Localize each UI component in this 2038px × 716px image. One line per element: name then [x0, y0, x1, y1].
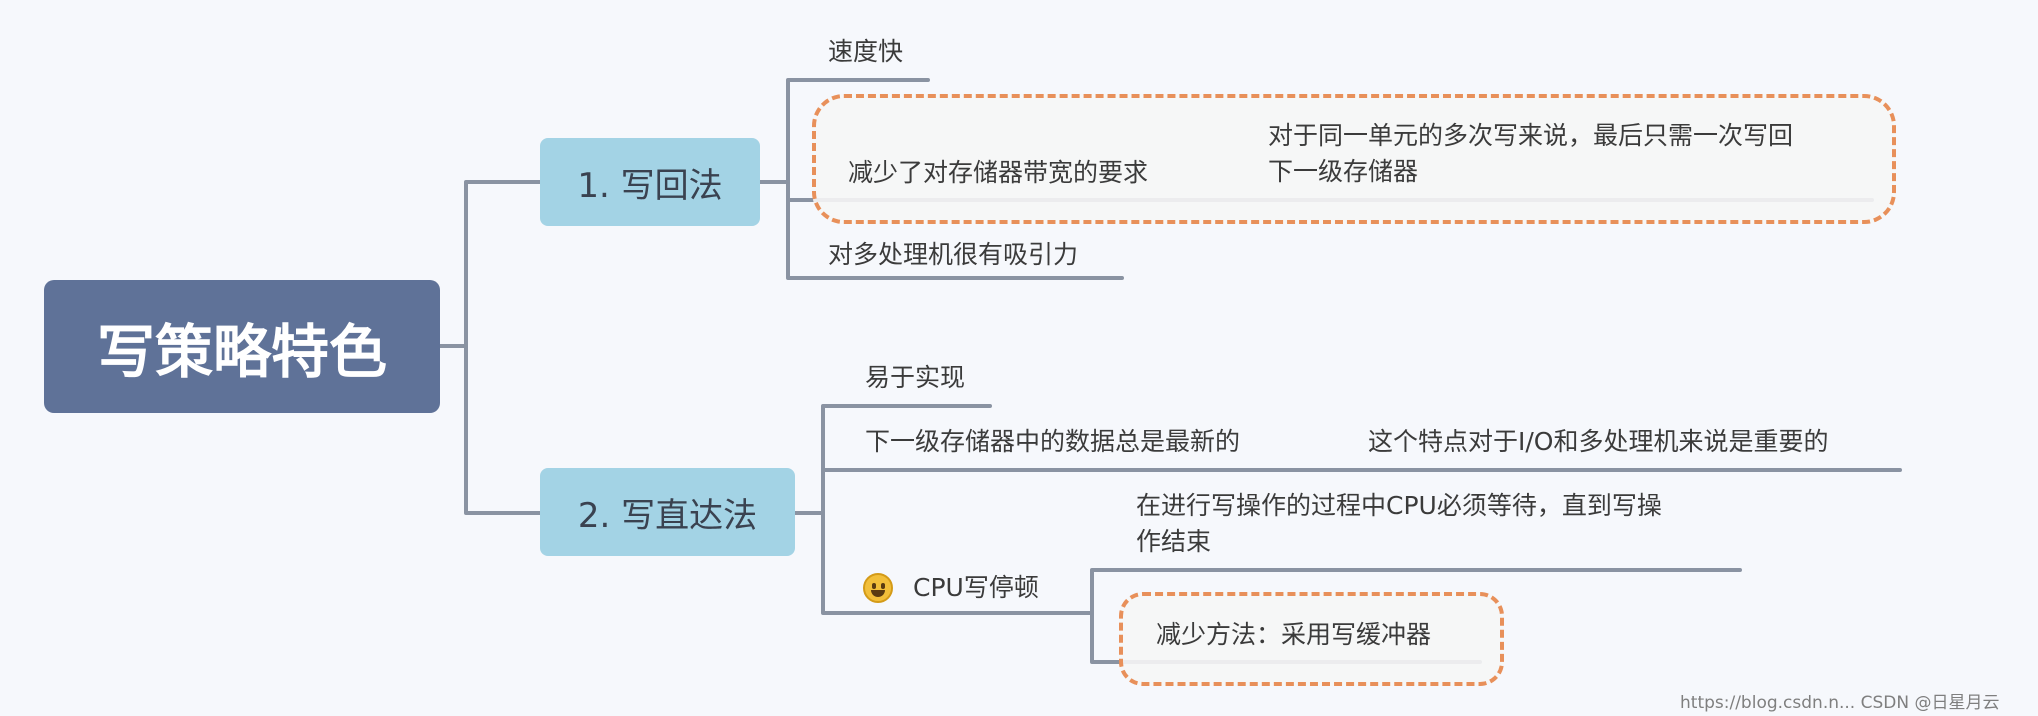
detail-write-once-line2: 下一级存储器	[1268, 157, 1419, 186]
icon-eye-right	[881, 583, 885, 589]
branch-write-through[interactable]: 2. 写直达法	[540, 468, 795, 556]
detail-cpu-must-wait-line1: 在进行写操作的过程中CPU必须等待，直到写操	[1136, 491, 1662, 520]
icon-eye-left	[872, 583, 876, 589]
root-node[interactable]: 写策略特色	[44, 280, 440, 413]
branch-label: 2. 写直达法	[577, 495, 758, 536]
watermark: https://blog.csdn.n... CSDN @日星月云	[1680, 693, 2000, 713]
icon-mouth	[871, 590, 885, 597]
root-label: 写策略特色	[96, 317, 387, 386]
branch-1-connector	[758, 78, 1874, 280]
topic-easy-to-implement[interactable]: 易于实现	[865, 363, 966, 392]
topic-speed[interactable]: 速度快	[828, 37, 904, 66]
grinning-face-icon	[863, 573, 893, 603]
branch-write-back[interactable]: 1. 写回法	[540, 138, 760, 226]
topic-data-always-latest[interactable]: 下一级存储器中的数据总是最新的	[865, 427, 1241, 456]
branch-2-connector	[793, 404, 1902, 615]
topic-multiprocessor-appeal[interactable]: 对多处理机很有吸引力	[828, 240, 1079, 269]
stall-connector	[1090, 568, 1742, 664]
callout-write-buffer	[1119, 592, 1504, 686]
topic-write-buffer[interactable]: 减少方法：采用写缓冲器	[1156, 620, 1432, 649]
topic-reduce-bandwidth[interactable]: 减少了对存储器带宽的要求	[848, 158, 1149, 187]
detail-write-once-line1: 对于同一单元的多次写来说，最后只需一次写回	[1268, 121, 1794, 150]
callout-bandwidth	[812, 94, 1896, 224]
topic-cpu-write-stall[interactable]: CPU写停顿	[913, 573, 1039, 602]
branch-label: 1. 写回法	[577, 165, 723, 206]
detail-io-importance: 这个特点对于I/O和多处理机来说是重要的	[1368, 427, 1829, 456]
detail-cpu-must-wait-line2: 作结束	[1136, 527, 1212, 556]
root-connector	[438, 180, 542, 515]
